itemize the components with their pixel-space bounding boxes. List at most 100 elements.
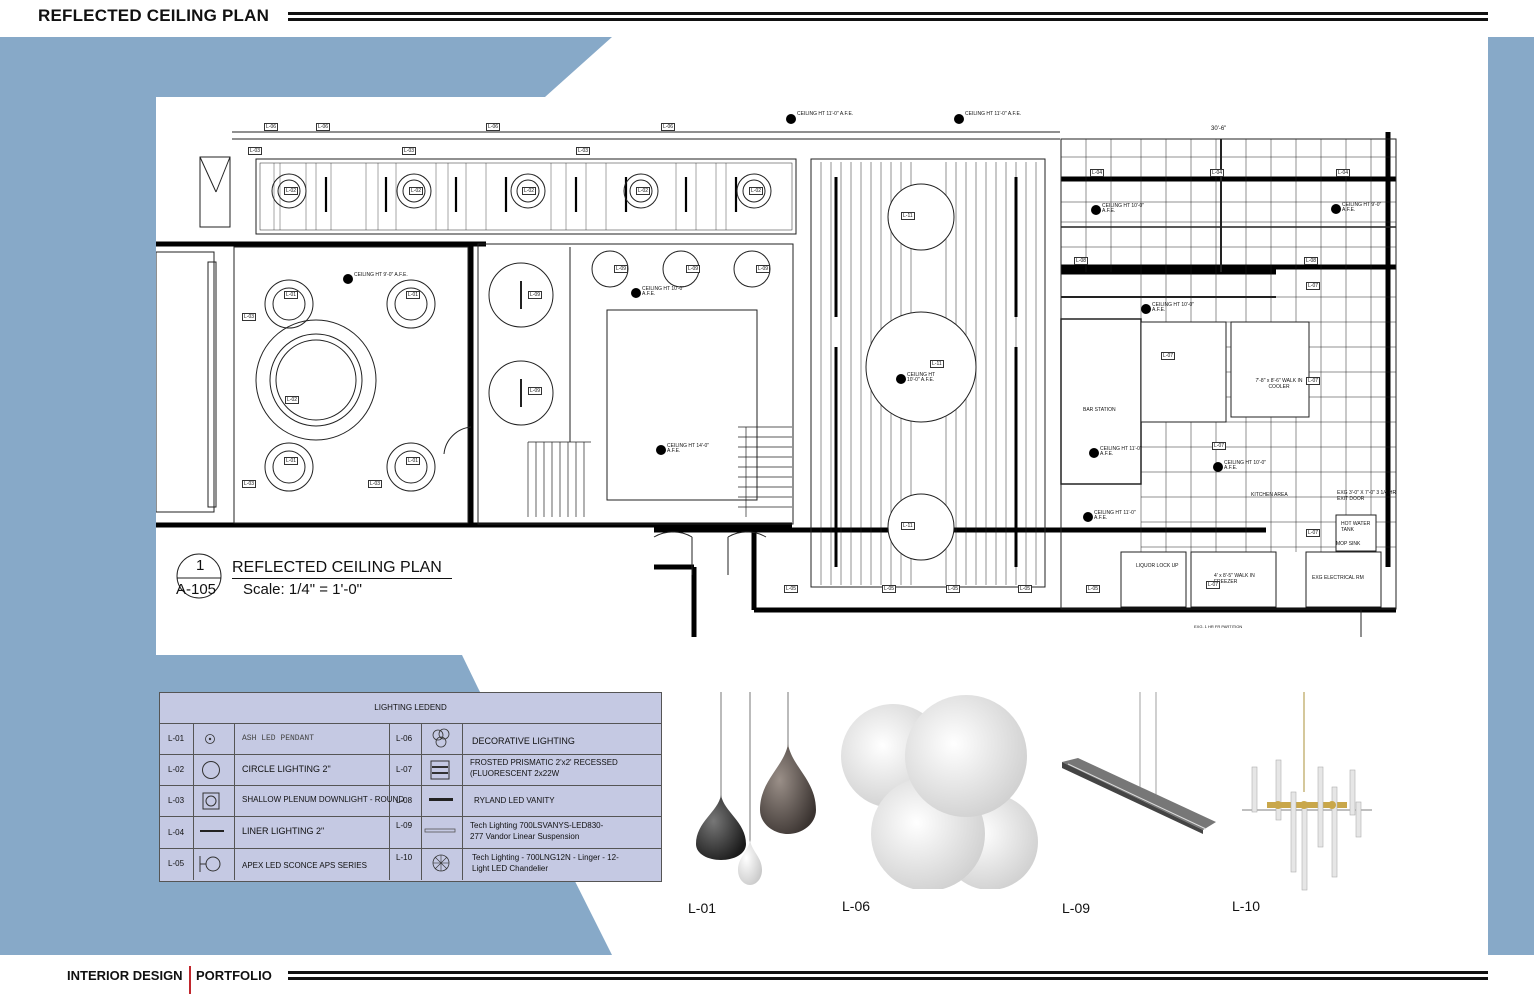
fixture-label: L-01	[688, 900, 717, 916]
light-tag: L-07	[1306, 282, 1321, 290]
legend-row: L-05 APEX LED SCONCE APS SERIES L-10 Tec…	[168, 853, 619, 873]
light-tag: L-04	[1210, 169, 1225, 177]
light-tag: L-02	[749, 187, 764, 195]
room-label-bar-station: BAR STATION	[1083, 407, 1116, 413]
light-tag: L-02	[284, 187, 299, 195]
sheet-number: A-105	[176, 581, 217, 598]
panel-icon	[430, 760, 450, 780]
light-tag: L-09	[686, 265, 701, 273]
light-tag: L-02	[522, 187, 537, 195]
light-tag: L-03	[242, 480, 257, 488]
light-tag: L-11	[930, 360, 944, 368]
light-tag: L-03	[368, 480, 383, 488]
light-tag: L-04	[1336, 169, 1351, 177]
room-label-liquor-lockup: LIQUOR LOCK UP	[1136, 563, 1179, 569]
legend-row: L-03 SHALLOW PLENUM DOWNLIGHT - ROUND L-…	[160, 785, 661, 817]
light-tag: L-04	[1090, 169, 1105, 177]
light-tag: L-07	[1206, 581, 1221, 589]
light-tag: L-05	[784, 585, 799, 593]
light-tag: L-03	[576, 147, 591, 155]
light-tag: L-02	[409, 187, 424, 195]
light-tag: L-06	[661, 123, 676, 131]
page-title: REFLECTED CEILING PLAN	[38, 6, 270, 25]
ceiling-height-note: CEILING HT 9'-0" A.F.E.	[1342, 202, 1382, 213]
fixture-image-globes	[841, 695, 1038, 889]
light-tag: L-01	[284, 457, 299, 465]
light-tag: L-07	[1212, 442, 1227, 450]
header-rule-top	[288, 12, 1488, 15]
ceiling-height-note: CEILING HT 10'-0" A.F.E.	[642, 286, 685, 297]
fixture-image-linear	[1062, 692, 1216, 834]
room-label-kitchen: KITCHEN AREA	[1251, 492, 1288, 498]
footer-subtitle: PORTFOLIO	[196, 968, 272, 983]
footer-title: INTERIOR DESIGN	[67, 968, 183, 983]
linear-icon	[424, 828, 456, 833]
room-label-walk-in-cooler: 7'-8" x 8'-6" WALK IN COOLER	[1255, 378, 1303, 390]
light-tag: L-09	[528, 291, 543, 299]
line-icon	[200, 830, 224, 832]
header-rule-bottom	[288, 18, 1488, 21]
legend-row: L-04 LINER LIGHTING 2" L-09 Tech Lightin…	[160, 816, 661, 849]
light-tag: L-09	[528, 387, 543, 395]
light-tag: L-07	[1306, 377, 1321, 385]
legend-title: LIGHTING LEDEND	[160, 693, 661, 724]
light-tag: L-08	[1074, 257, 1089, 265]
light-tag: L-11	[901, 212, 915, 220]
light-tag: L-03	[402, 147, 417, 155]
pendant-dot-icon	[205, 734, 215, 744]
ceiling-height-note: CEILING HT 10'-0" A.F.E.	[907, 372, 935, 383]
drawing-title: REFLECTED CEILING PLAN	[232, 559, 442, 576]
room-label-hot-water: HOT WATER TANK	[1341, 521, 1371, 533]
ceiling-height-note: CEILING HT 10'-0" A.F.E.	[1224, 460, 1267, 471]
legend-row: L-02 CIRCLE LIGHTING 2" L-07 FROSTED PRI…	[160, 754, 661, 786]
legend-row: L-01 ASH LED PENDANT L-06 DECORATIVE LIG…	[160, 723, 661, 755]
ceiling-height-note: CEILING HT 10'-0" A.F.E.	[1102, 203, 1145, 214]
light-tag: L-05	[946, 585, 961, 593]
fixture-image-pendants	[696, 692, 816, 885]
ceiling-height-note: CEILING HT 14'-0" A.F.E.	[667, 443, 710, 454]
fixture-label: L-09	[1062, 900, 1091, 916]
light-tag: L-06	[264, 123, 279, 131]
light-tag: L-05	[1018, 585, 1033, 593]
light-tag: L-02	[636, 187, 651, 195]
light-tag: L-11	[901, 522, 915, 530]
room-label-electrical: EXG ELECTRICAL RM	[1312, 575, 1364, 581]
room-label-mop-sink: MOP SINK	[1336, 541, 1361, 547]
ceiling-height-note: CEILING HT 9'-0" A.F.E.	[354, 272, 408, 278]
light-tag: L-08	[1304, 257, 1319, 265]
lighting-legend: LIGHTING LEDEND L-01 ASH LED PENDANT L-0…	[159, 692, 662, 882]
light-tag: L-01	[406, 291, 421, 299]
ceiling-height-note: CEILING HT 10'-0" A.F.E.	[1152, 302, 1195, 313]
drawing-number: 1	[196, 557, 205, 574]
downlight-icon	[202, 792, 220, 810]
light-tag: L-07	[1306, 529, 1321, 537]
chandelier-icon	[432, 854, 450, 872]
floor-plan: CEILING HT 11'-0" A.F.E. CEILING HT 11'-…	[156, 97, 1400, 653]
footer-rule-bottom	[288, 977, 1488, 980]
drawing-scale: Scale: 1/4" = 1'-0"	[243, 581, 362, 598]
ceiling-height-note: CEILING HT 11'-0" A.F.E.	[1094, 510, 1136, 521]
light-tag: L-06	[316, 123, 331, 131]
light-tag: L-01	[406, 457, 421, 465]
light-tag: L-06	[486, 123, 501, 131]
fixture-label: L-06	[842, 898, 871, 914]
light-tag: L-03	[242, 313, 257, 321]
circle-icon	[202, 761, 220, 779]
section-marker	[176, 553, 222, 599]
dimension-label: 30'-6"	[1211, 126, 1227, 132]
footer-separator	[189, 966, 191, 994]
light-tag: L-02	[285, 396, 300, 404]
light-tag: L-03	[248, 147, 263, 155]
fixture-label: L-10	[1232, 898, 1261, 914]
light-tag: L-09	[614, 265, 629, 273]
light-tag: L-05	[882, 585, 897, 593]
sconce-icon	[199, 856, 221, 872]
light-tag: L-07	[1161, 352, 1176, 360]
ceiling-height-note: CEILING HT 11'-0" A.F.E.	[797, 111, 854, 117]
light-tag: L-09	[756, 265, 771, 273]
title-underline	[232, 578, 452, 579]
footer-rule-top	[288, 971, 1488, 974]
room-label-exit-door: EXG 3'-0" X 7'-0" 3 1/4 HR EXIT DOOR	[1337, 490, 1397, 502]
ceiling-height-note: CEILING HT 11'-0" A.F.E.	[965, 111, 1022, 117]
room-label-walk-in-freezer: 4' x 8'-5" WALK IN FREEZER	[1214, 573, 1255, 585]
